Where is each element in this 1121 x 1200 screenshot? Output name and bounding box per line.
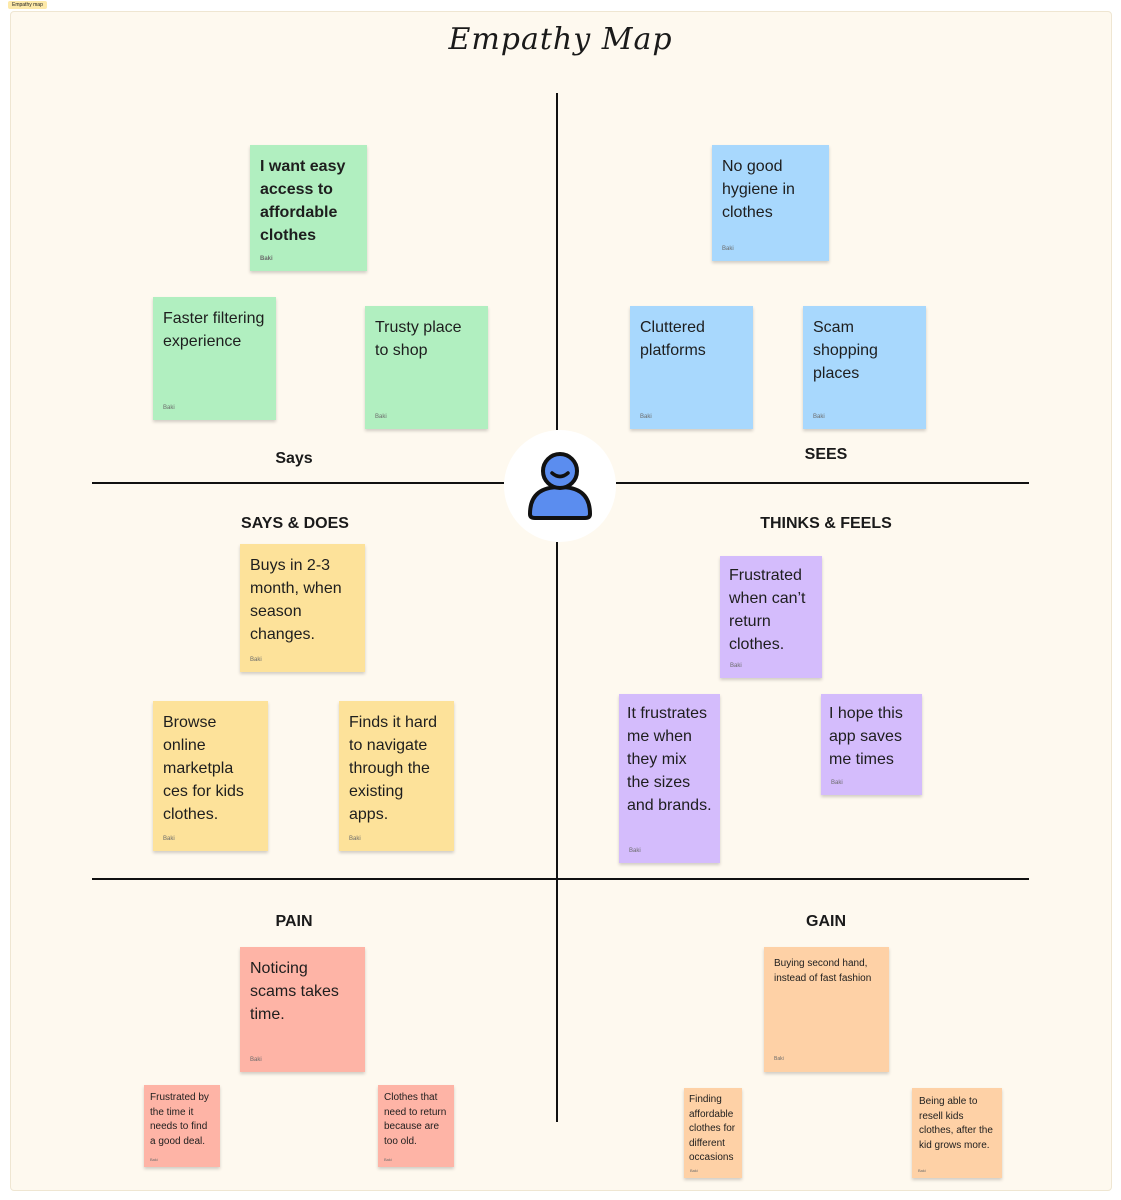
sticky-note-sees-2[interactable]: Cluttered platforms Baki — [630, 306, 753, 429]
user-avatar-icon — [528, 452, 592, 520]
sticky-note-gain-1[interactable]: Buying second hand, instead of fast fash… — [764, 947, 889, 1072]
sticky-note-thinks-feels-2[interactable]: It frustrates me when they mix the sizes… — [619, 694, 720, 863]
note-text: Clothes that need to return because are … — [384, 1092, 447, 1147]
user-avatar[interactable] — [504, 430, 616, 542]
sticky-note-gain-3[interactable]: Being able to resell kids clothes, after… — [912, 1088, 1002, 1178]
sticky-note-pain-1[interactable]: Noticing scams takes time. Baki — [240, 947, 365, 1072]
label-gain: GAIN — [806, 913, 846, 930]
note-author: Baki — [250, 657, 262, 663]
label-sees: SEES — [804, 446, 848, 463]
note-text: Noticing scams takes time. — [250, 960, 339, 1023]
label-says: Says — [275, 450, 313, 467]
note-author: Baki — [918, 1168, 926, 1173]
horizontal-divider-left — [92, 482, 504, 484]
note-text: It frustrates me when they mix the sizes… — [627, 705, 712, 814]
note-text: Being able to resell kids clothes, after… — [919, 1096, 993, 1151]
sticky-note-thinks-feels-1[interactable]: Frustrated when can’t return clothes. Ba… — [720, 556, 822, 678]
note-text: Faster filtering experience — [163, 310, 265, 350]
note-author: Baki — [150, 1157, 158, 1162]
horizontal-divider-right — [616, 482, 1029, 484]
note-text: Buying second hand, instead of fast fash… — [774, 958, 872, 984]
note-text: No good hygiene in clothes — [722, 158, 795, 221]
sticky-note-says-does-2[interactable]: Browse online marketpla ces for kids clo… — [153, 701, 268, 851]
label-thinks-feels: THINKS & FEELS — [760, 515, 892, 532]
board-tag[interactable]: Empathy map — [8, 1, 47, 9]
note-author: Baki — [384, 1157, 392, 1162]
note-author: Baki — [163, 836, 175, 842]
note-text: I hope this app saves me times — [829, 705, 903, 768]
sticky-note-says-does-1[interactable]: Buys in 2-3 month, when season changes. … — [240, 544, 365, 672]
note-text: Finds it hard to navigate through the ex… — [349, 714, 438, 823]
page-title: Empathy Map — [448, 22, 673, 57]
note-author: Baki — [163, 405, 175, 411]
note-author: Baki — [774, 1056, 784, 1062]
note-author: Baki — [250, 1057, 262, 1063]
note-author: Baki — [629, 848, 641, 854]
label-pain: PAIN — [275, 913, 313, 930]
sticky-note-gain-2[interactable]: Finding affordable clothes for different… — [684, 1088, 742, 1178]
sticky-note-says-1[interactable]: I want easy access to affordable clothes… — [250, 145, 367, 271]
note-text: Cluttered platforms — [640, 319, 706, 359]
note-text: Frustrated when can’t return clothes. — [729, 567, 806, 653]
note-text: I want easy access to affordable clothes — [260, 158, 346, 244]
note-author: Baki — [260, 256, 273, 262]
note-text: Finding affordable clothes for different… — [689, 1094, 736, 1163]
note-author: Baki — [831, 780, 843, 786]
note-text: Scam shopping places — [813, 319, 878, 382]
vertical-divider-top — [556, 93, 558, 430]
note-text: Trusty place to shop — [375, 319, 462, 359]
sticky-note-says-2[interactable]: Faster filtering experience Baki — [153, 297, 276, 420]
note-author: Baki — [690, 1168, 698, 1173]
note-author: Baki — [375, 414, 387, 420]
sticky-note-pain-2[interactable]: Frustrated by the time it needs to find … — [144, 1085, 220, 1167]
note-author: Baki — [640, 414, 652, 420]
sticky-note-sees-3[interactable]: Scam shopping places Baki — [803, 306, 926, 429]
label-says-does: SAYS & DOES — [241, 515, 349, 532]
note-author: Baki — [349, 836, 361, 842]
empathy-map-board[interactable] — [10, 11, 1112, 1191]
note-author: Baki — [813, 414, 825, 420]
sticky-note-says-3[interactable]: Trusty place to shop Baki — [365, 306, 488, 429]
sticky-note-says-does-3[interactable]: Finds it hard to navigate through the ex… — [339, 701, 454, 851]
note-author: Baki — [722, 246, 734, 252]
note-author: Baki — [730, 663, 742, 669]
note-text: Frustrated by the time it needs to find … — [150, 1092, 209, 1147]
sticky-note-thinks-feels-3[interactable]: I hope this app saves me times Baki — [821, 694, 922, 795]
note-text: Browse online marketpla ces for kids clo… — [163, 714, 244, 823]
note-text: Buys in 2-3 month, when season changes. — [250, 557, 342, 643]
horizontal-divider-lower — [92, 878, 1029, 880]
vertical-divider-bottom — [556, 542, 558, 1122]
sticky-note-pain-3[interactable]: Clothes that need to return because are … — [378, 1085, 454, 1167]
sticky-note-sees-1[interactable]: No good hygiene in clothes Baki — [712, 145, 829, 261]
